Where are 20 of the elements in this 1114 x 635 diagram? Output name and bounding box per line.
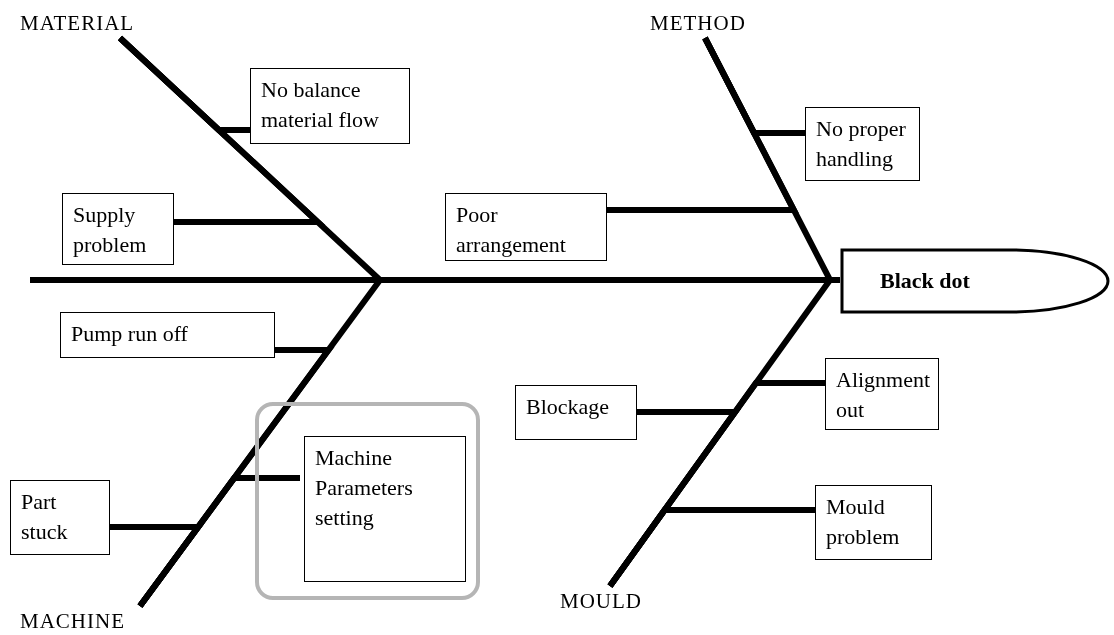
highlight-box <box>255 402 480 600</box>
effect-head: Black dot <box>840 248 1112 314</box>
category-label: METHOD <box>650 8 770 38</box>
cause-branch-line <box>607 507 815 588</box>
cause-box: Poor arrangement <box>445 193 607 261</box>
category-label: MATERIAL <box>20 8 155 38</box>
cause-box: Supply problem <box>62 193 174 265</box>
cause-box: Machine Parameters setting <box>304 436 466 582</box>
cause-branch-line <box>117 35 326 225</box>
cause-box: Pump run off <box>60 312 275 358</box>
cause-box: Alignment out <box>825 358 939 430</box>
cause-box: Mould problem <box>815 485 932 560</box>
cause-branch-line <box>607 36 799 213</box>
cause-branch-line <box>110 524 205 608</box>
cause-box: No balance material flow <box>250 68 410 144</box>
cause-box: Blockage <box>515 385 637 440</box>
category-label: MACHINE <box>20 606 155 634</box>
category-label: MOULD <box>560 586 670 616</box>
cause-box: No proper handling <box>805 107 920 181</box>
cause-box: Part stuck <box>10 480 110 555</box>
